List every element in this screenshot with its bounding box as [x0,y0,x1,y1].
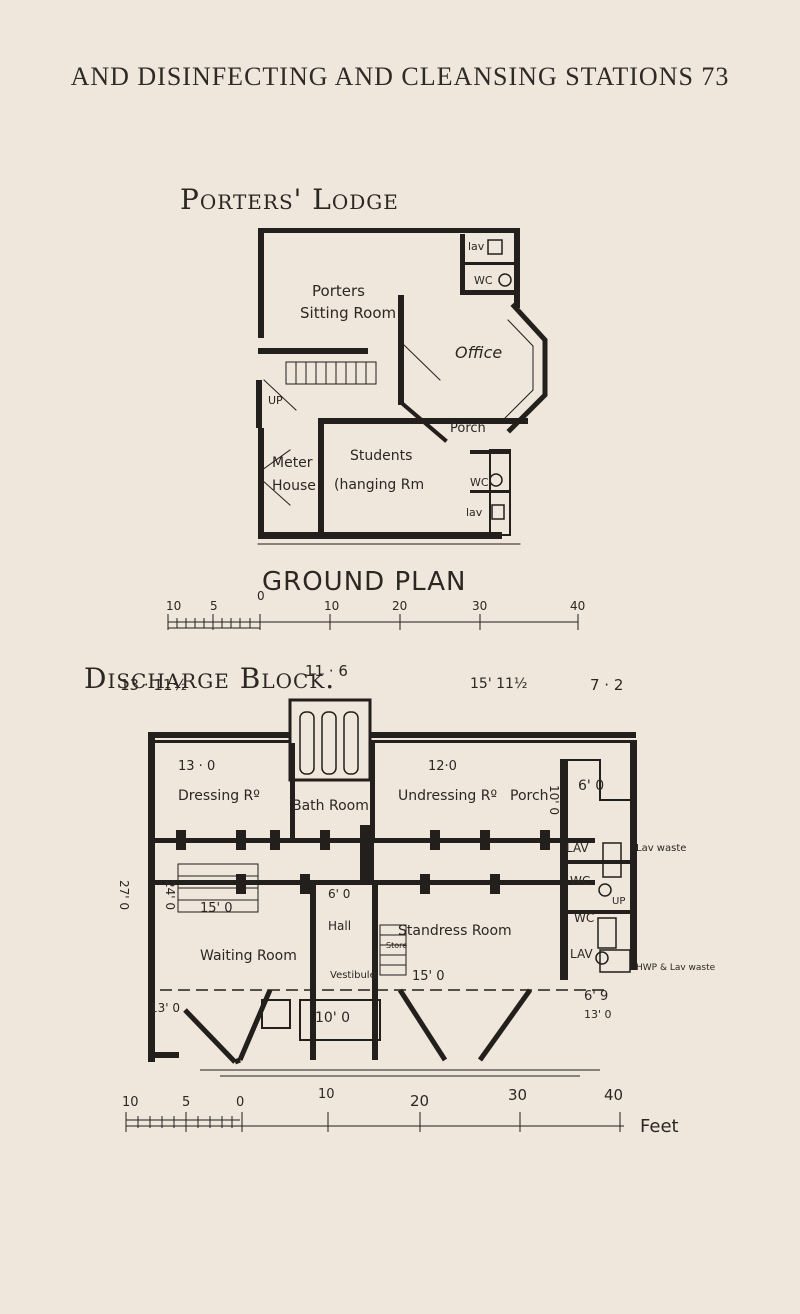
lodge-scale-tick-label: 10 [166,599,181,613]
discharge-scale-bar [125,1112,624,1132]
ground-plan-label: GROUND PLAN [262,567,466,597]
lodge-scale-tick-label: 10 [324,599,339,613]
running-head: AND DISINFECTING AND CLEANSING STATIONS … [70,62,730,91]
discharge-lav-label: LAV [566,841,589,855]
standress-room-label: Standress Room [398,923,512,939]
office-label: Office [455,343,502,362]
dimension-label: 13 · 11½ [120,676,187,694]
students-room-label-1: Students [350,448,412,464]
dimension-label: 6' 0 [328,887,350,901]
lodge-lav-bottom-label: lav [466,506,483,519]
dimension-label: 15' 11½ [470,676,528,692]
lav-waste-label: Lav waste [636,843,686,854]
discharge-wc-label: WC [574,911,594,925]
dimension-label: 10' 0 [315,1010,350,1026]
lodge-wc-top-label: WC [474,274,493,287]
dimension-label: 11 · 6 [305,662,348,680]
dimension-label: 27' 0 [117,880,131,910]
lodge-scale-bar [167,614,579,630]
lodge-scale-ticks: 10 5 0 10 20 30 40 [166,589,585,613]
discharge-scale-tick-label: 20 [410,1092,429,1110]
lodge-scale-tick-label: 20 [392,599,407,613]
discharge-scale-tick-label: 30 [508,1086,527,1104]
dimension-label: 10' 0 [547,785,561,815]
lodge-scale-tick-label: 40 [570,599,585,613]
undressing-room-label: Undressing Rº [398,788,497,804]
lodge-porch-label: Porch [450,421,486,436]
lodge-scale-tick-label: 0 [257,589,265,603]
dimension-label: 13 · 0 [178,759,215,774]
dimension-label: 12·0 [428,759,457,774]
dimension-label: 15' 0 [200,901,233,916]
discharge-scale-tick-label: 5 [182,1095,190,1110]
dressing-room-label: Dressing Rº [178,788,260,804]
discharge-scale-tick-label: 40 [604,1086,623,1104]
discharge-scale-tick-label: 0 [236,1095,244,1110]
porters-sitting-room-label-1: Porters [312,282,365,300]
dimension-label: 15' 0 [412,969,445,984]
dimension-label: 24' 0 [163,880,177,910]
porters-lodge-plan [256,228,548,545]
lodge-scale-tick-label: 5 [210,599,218,613]
students-room-label-2: (hanging Rm [334,477,424,493]
discharge-porch-label: Porch [510,788,549,804]
dimension-label: 6' 9 [584,989,608,1004]
discharge-dimensions: 13 · 11½ 11 · 6 15' 11½ 7 · 2 13 · 0 12·… [117,662,623,1026]
discharge-lav-label: LAV [570,947,593,961]
waiting-room-label: Waiting Room [200,948,297,964]
dimension-label: 13' 0 [150,1001,180,1015]
discharge-scale-tick-label: 10 [122,1095,139,1110]
lodge-stair-up-label: UP [268,394,283,407]
lodge-wc-bottom-label: WC [470,476,489,489]
meter-house-label-2: House [272,478,316,494]
lodge-lav-top-label: lav [468,240,485,253]
porters-lodge-room-labels: Porters Sitting Room Office Porch Meter … [268,240,502,519]
store-label: Store [386,941,407,950]
scale-unit-label: Feet [640,1116,679,1137]
discharge-wc-label: WC [570,874,590,888]
meter-house-label-1: Meter [272,455,313,471]
dimension-label: 7 · 2 [590,676,623,694]
vestibule-label: Vestibule [330,970,376,981]
discharge-scale-tick-label: 10 [318,1087,335,1102]
hall-label: Hall [328,919,351,933]
discharge-block-title: Discharge Block. [84,662,336,695]
lodge-scale-tick-label: 30 [472,599,487,613]
discharge-scale-ticks: 10 5 0 10 20 30 40 Feet [122,1086,679,1137]
discharge-block-plan [148,698,637,1077]
porters-sitting-room-label-2: Sitting Room [300,304,396,322]
dimension-label: 13' 0 [584,1008,612,1021]
bath-room-label: Bath Room [292,798,369,814]
dimension-label: 6' 0 [578,778,604,794]
porters-lodge-title: Porters' Lodge [180,183,399,216]
hwp-lav-waste-label: HWP & Lav waste [636,963,716,973]
discharge-stair-up-label: UP [612,896,625,907]
discharge-room-labels: Dressing Rº Bath Room Undressing Rº Porc… [178,788,716,981]
